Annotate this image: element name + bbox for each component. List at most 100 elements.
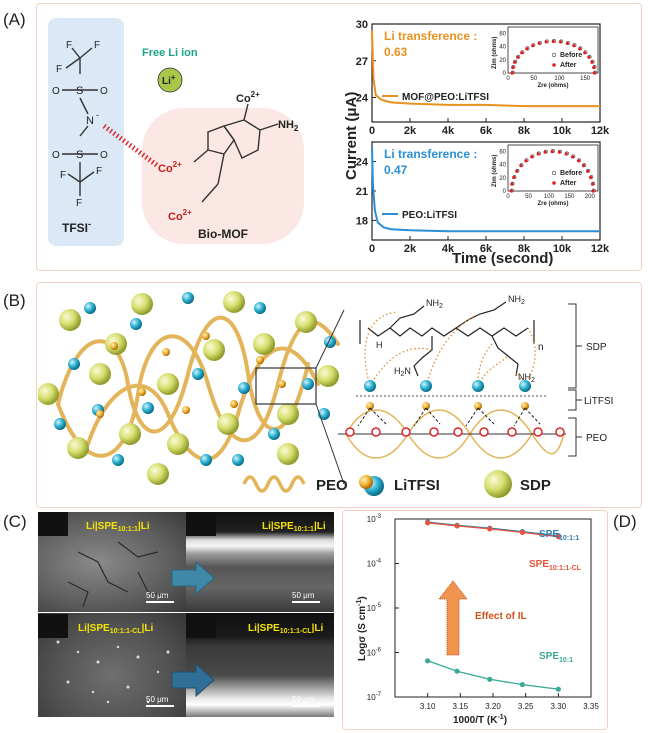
after-point — [543, 150, 547, 154]
sem-mask-tr — [186, 512, 216, 536]
gold-spheres-right — [366, 402, 529, 410]
li-sphere — [519, 380, 531, 392]
series-label-top-main: SPE — [539, 529, 559, 540]
oxygen-atom — [507, 427, 517, 437]
transference-value: 0.47 — [384, 163, 408, 177]
amine-nh2-1: NH2 — [426, 298, 443, 310]
li-sphere — [302, 378, 314, 390]
li-sphere — [472, 380, 484, 392]
panel-b-label: (B) — [3, 291, 26, 310]
after-point — [590, 60, 594, 64]
sdp-sphere — [38, 383, 59, 405]
after-point — [576, 159, 581, 163]
li-sphere — [192, 368, 204, 380]
oxygen-atom — [453, 427, 463, 437]
sdp-sphere — [167, 433, 189, 455]
y-tick-label: 27 — [356, 56, 368, 68]
series-label-mid: SPE10:1:1-CL — [529, 559, 582, 572]
after-point — [592, 71, 596, 75]
x-tick-label: 3.15 — [453, 702, 469, 711]
atom-s1: S — [76, 85, 83, 97]
y-tick-label: 10-3 — [367, 514, 382, 524]
oxygen-atom — [429, 427, 439, 437]
legend-litfsi-gold — [359, 475, 373, 489]
atom-o2: O — [100, 86, 108, 97]
plot-frame — [394, 518, 592, 698]
sem-particles — [56, 640, 170, 704]
legend-peo-label: PEO — [316, 477, 348, 494]
series-label-low-sub: 10:1 — [559, 657, 573, 664]
series-point — [555, 534, 561, 540]
sem-label-tr: Li|SPE10:1:1|Li — [262, 521, 326, 533]
legend-before-marker — [551, 170, 557, 176]
mof-background — [142, 108, 304, 244]
x-tick-label: 2k — [404, 125, 417, 137]
after-point — [590, 182, 595, 186]
series-point — [425, 658, 431, 664]
li-sphere — [84, 302, 96, 314]
series-line — [427, 660, 559, 690]
legend-before-marker — [551, 52, 557, 58]
inset-xlabel: Zre (ohms) — [537, 83, 568, 89]
legend-before: Before — [560, 52, 582, 59]
y-tick-exponent: -6 — [376, 648, 382, 654]
inset-x-tick: 50 — [525, 194, 532, 200]
il-arrow — [437, 580, 469, 656]
gold-spheres-left — [96, 332, 286, 418]
y-tick-label: 10-5 — [367, 603, 382, 613]
after-point — [525, 47, 529, 51]
inset-x-tick: 150 — [580, 76, 591, 82]
y-tick-exponent: -7 — [376, 692, 382, 698]
amine-nh2-3: NH2 — [518, 372, 535, 384]
oxygen-atom — [371, 427, 381, 437]
legend-after: After — [560, 180, 577, 187]
x-tick-label: 3.20 — [485, 702, 501, 711]
panel-b-schematic: n H NH2 NH2 H2N NH2 SDP LiTFSI PEO PEO — [38, 291, 613, 498]
atom-f2: F — [94, 40, 100, 51]
peo-oxygen-atoms — [345, 427, 565, 437]
legend-before: Before — [560, 170, 582, 177]
chart-a-ylabel: Current (μA) — [343, 92, 360, 180]
x-tick-label: 3.30 — [551, 702, 567, 711]
amine-nh2-2: NH2 — [508, 294, 525, 306]
atom-o1: O — [52, 86, 60, 97]
sdp-sphere — [277, 403, 299, 425]
atom-n-charge: - — [96, 110, 99, 120]
after-point — [544, 40, 548, 44]
panel-d-frame — [342, 510, 608, 730]
after-point — [571, 155, 575, 159]
series-label-low-main: SPE — [539, 651, 559, 662]
sdp-sphere — [59, 309, 81, 331]
y-tick-label: 30 — [356, 20, 368, 31]
d-ylabel: Logσ (S cm-1) — [356, 596, 368, 661]
amine-h2n-1: H2N — [394, 366, 411, 378]
after-point — [583, 51, 587, 55]
after-point — [550, 149, 554, 154]
li-sphere — [182, 292, 194, 304]
legend-sdp-label: SDP — [520, 477, 551, 494]
after-point — [591, 189, 595, 193]
panel-a-schematic: F F F S O O N - S O O F F F TFSI- Free L… — [48, 18, 304, 246]
gold-sphere — [474, 402, 482, 410]
x-tick-label: 4k — [442, 243, 455, 255]
after-point — [565, 41, 569, 45]
after-point — [515, 169, 519, 173]
series-point — [454, 668, 460, 674]
after-point — [524, 159, 528, 163]
li-ion-sphere — [157, 67, 183, 93]
atom-n: N — [86, 115, 94, 127]
atom-s2: S — [76, 149, 83, 161]
scale-tl: 50 μm — [146, 591, 169, 600]
x-tick-label: 8k — [518, 243, 531, 255]
tfsi-label: TFSI- — [62, 219, 91, 235]
free-li-label: Free Li ion — [142, 47, 198, 59]
gold-sphere — [422, 402, 430, 410]
after-point — [551, 39, 555, 44]
scale-bl: 50 μm — [146, 695, 169, 704]
x-tick-label: 3.25 — [518, 702, 534, 711]
after-point — [520, 51, 524, 55]
peo-helix — [56, 315, 340, 462]
sdp-sphere — [203, 339, 225, 361]
y-tick-label: 10-7 — [367, 692, 382, 702]
series-label-top: SPE10:1:1 — [539, 529, 579, 542]
